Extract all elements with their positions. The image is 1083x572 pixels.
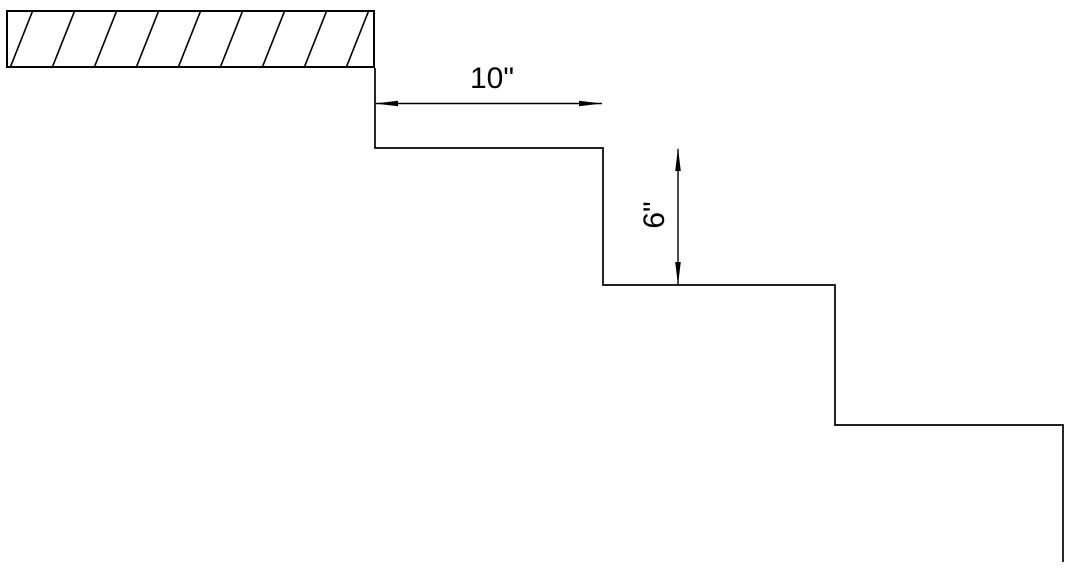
tread-dim-arrow-left <box>375 100 398 107</box>
riser-dimension-label: 6" <box>638 201 671 228</box>
tread-dim-arrow-right <box>579 100 602 107</box>
landing-slab <box>6 10 375 68</box>
slab-hatch-pattern <box>9 11 370 67</box>
riser-dimension: 6" <box>638 148 681 285</box>
tread-dimension-label: 10" <box>470 62 514 95</box>
stair-profile-outline <box>374 68 1064 562</box>
riser-dim-arrow-top <box>675 148 681 171</box>
tread-dimension: 10" <box>375 62 602 107</box>
riser-dim-arrow-bottom <box>675 262 681 285</box>
slab-outline <box>6 10 375 68</box>
